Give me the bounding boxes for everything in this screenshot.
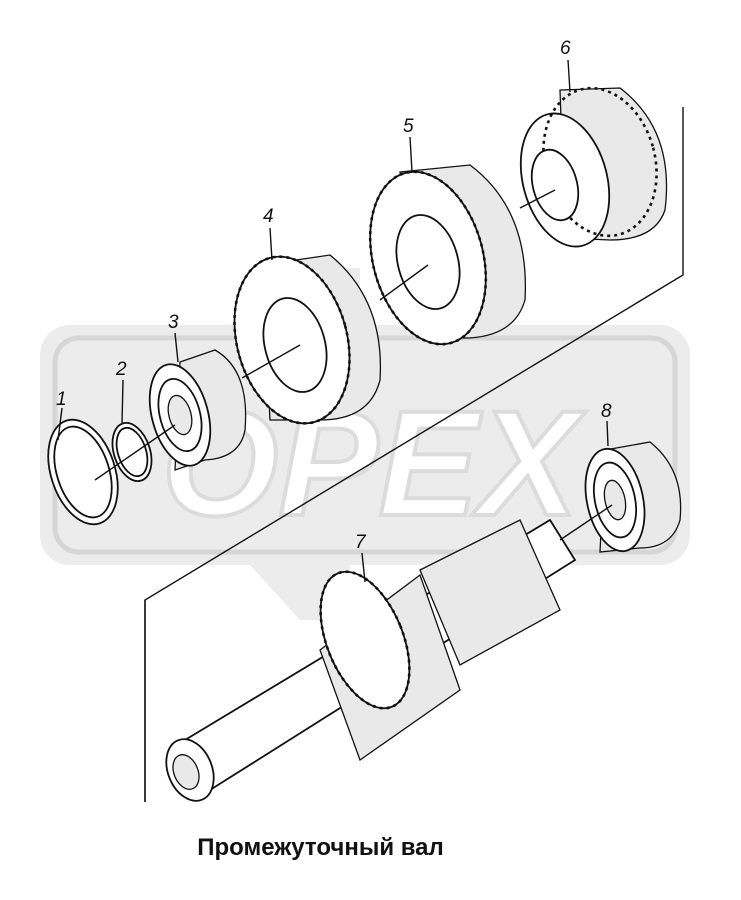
part-7-shaft [165,518,577,802]
part-3-bearing [148,349,247,471]
callout-1: 1 [56,389,67,410]
part-5-gear [368,164,527,346]
callout-8: 8 [601,401,612,422]
part-2-snap-ring [111,422,153,482]
callout-3: 3 [168,312,179,333]
callout-5: 5 [403,116,414,137]
part-4-gear [233,254,382,425]
part-1-ring [47,418,119,526]
callout-6: 6 [560,38,571,59]
callout-4: 4 [263,206,274,227]
part-8-bearing [584,441,682,553]
part-6-gear [519,86,668,248]
diagram-title: Промежуточный вал [197,834,444,861]
axis-lines [94,189,613,541]
callout-2: 2 [115,359,127,380]
leader-lines [57,59,609,583]
callout-7: 7 [355,532,367,553]
